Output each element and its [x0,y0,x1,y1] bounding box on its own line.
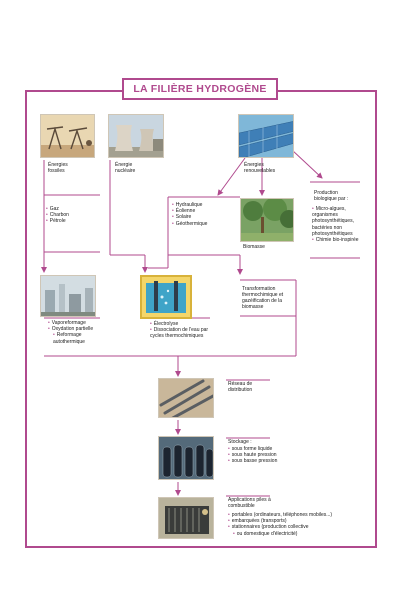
fuel-cell-image [158,497,214,539]
renewable-item: Éolienne [172,208,207,214]
fossil-label: Énergies fossiles [48,162,68,174]
reforming-item: Oxydation partielle [48,326,97,332]
fossil-item: Charbon [46,212,69,218]
distribution-label: Réseau de distribution [228,381,253,393]
electrolysis-item: Électrolyse [150,321,220,327]
applications-items-list: portables (ordinateurs, téléphones mobil… [228,512,332,537]
renewable-item: Hydraulique [172,202,207,208]
storage-item: sous basse pression [228,458,278,464]
electrolysis-items-list: Électrolyse Dissociation de l'eau par cy… [150,321,220,340]
applications-item: ou domestique d'électricité) [228,531,332,537]
renewable-item: Solaire [172,214,207,220]
diagram-title: LA FILIÈRE HYDROGÈNE [122,78,278,100]
reforming-item: Vaporeformage [48,320,97,326]
applications-item: stationnaires (production collective [228,524,332,530]
reforming-items-list: Vaporeformage Oxydation partielle Reform… [48,320,97,345]
storage-item: sous forme liquide [228,446,277,452]
electrolysis-item: Dissociation de l'eau par cycles thermoc… [150,327,220,339]
renewable-label: Énergies renouvelables [244,162,276,174]
bio-production-items-list: Micro-algues, organismes photosynthétiqu… [312,206,364,243]
fossil-items-list: Gaz Charbon Pétrole [46,206,69,225]
fossil-item: Gaz [46,206,69,212]
fossil-energy-image [40,114,95,158]
biomass-image [240,198,294,242]
bio-production-label: Production biologique par : [314,190,349,202]
applications-item: portables (ordinateurs, téléphones mobil… [228,512,332,518]
thermochemical-label: Transformation thermochimique et gazéifi… [242,286,284,310]
distribution-network-image [158,378,214,418]
applications-label: Applications piles à combustible [228,497,271,509]
bio-production-item: Chimie bio-inspirée [312,237,364,243]
renewable-items-list: Hydraulique Éolienne Solaire Géothermiqu… [172,202,208,227]
storage-items-list: sous forme liquide sous haute pression s… [228,446,278,465]
storage-item: sous haute pression [228,452,277,458]
reforming-item: Reformage autothermique [48,332,97,344]
nuclear-label: Énergie nucléaire [115,162,136,174]
reforming-plant-image [40,275,96,317]
biomass-label: Biomasse [243,244,265,250]
storage-tanks-image [158,436,214,480]
electrolysis-image [140,275,192,319]
renewable-item: Géothermique [172,221,208,227]
bio-production-item: Micro-algues, organismes photosynthétiqu… [312,206,364,237]
fossil-item: Pétrole [46,218,69,224]
renewable-energy-image [238,114,294,158]
nuclear-energy-image [108,114,164,158]
applications-item: embarquées (transports) [228,518,332,524]
storage-label: Stockage : [228,439,252,445]
